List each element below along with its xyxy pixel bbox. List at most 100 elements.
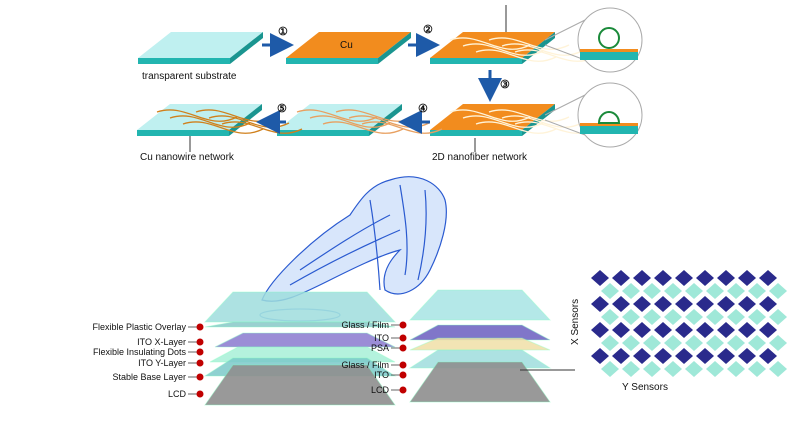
y-sensor-diamond — [727, 283, 745, 299]
marker-dot — [399, 361, 407, 369]
y-sensor-diamond — [748, 309, 766, 325]
ito-x-layer — [214, 332, 396, 348]
y-sensor-diamond — [601, 335, 619, 351]
y-sensor-diamond — [622, 283, 640, 299]
substrate-label: transparent substrate — [142, 71, 237, 82]
marker-dot — [196, 390, 204, 398]
nanofiber-wires — [449, 109, 596, 134]
y-sensor-diamond — [727, 335, 745, 351]
x-sensor-diamond — [738, 348, 756, 364]
x-sensor-diamond — [759, 348, 777, 364]
marker-dot — [399, 371, 407, 379]
capacitive-layer-label: ITO — [374, 333, 389, 343]
x-sensor-diamond — [654, 348, 672, 364]
marker-dot — [196, 338, 204, 346]
x-sensor-diamond — [696, 296, 714, 312]
y-sensor-diamond — [706, 283, 724, 299]
resistive-layer-label: ITO Y-Layer — [138, 358, 186, 368]
copper-plate — [286, 32, 411, 64]
x-sensor-diamond — [759, 270, 777, 286]
x-sensor-diamond — [591, 322, 609, 338]
marker-dot — [196, 348, 204, 356]
y-sensor-diamond — [748, 335, 766, 351]
resistive-layer-label: Flexible Insulating Dots — [93, 347, 187, 357]
y-sensor-diamond — [643, 361, 661, 377]
nanofiber-label: 2D nanofiber network — [432, 152, 528, 163]
y-sensor-diamond — [748, 361, 766, 377]
substrate-plate — [138, 32, 263, 64]
x-sensor-diamond — [612, 348, 630, 364]
x-sensor-diamond — [717, 296, 735, 312]
capacitive-layer-label: Glass / Film — [341, 360, 389, 370]
x-sensor-diamond — [696, 270, 714, 286]
x-sensor-diamond — [612, 270, 630, 286]
resistive-layer-label: ITO X-Layer — [137, 337, 186, 347]
nanowire-label: Cu nanowire network — [140, 152, 235, 163]
x-sensors-label: X Sensors — [570, 299, 581, 345]
marker-dot — [399, 334, 407, 342]
y-sensor-diamond — [601, 309, 619, 325]
sensor-grid — [591, 270, 787, 377]
cross-section-magnifier-1 — [544, 7, 643, 73]
step-3-label: ③ — [500, 79, 510, 91]
x-sensor-diamond — [696, 322, 714, 338]
x-sensor-diamond — [612, 296, 630, 312]
x-sensor-diamond — [675, 322, 693, 338]
y-sensor-diamond — [643, 309, 661, 325]
y-sensor-diamond — [769, 283, 787, 299]
x-sensor-diamond — [654, 322, 672, 338]
y-sensor-diamond — [601, 283, 619, 299]
capacitive-layer-label: Glass / Film — [341, 320, 389, 330]
x-sensor-diamond — [759, 296, 777, 312]
y-sensor-diamond — [622, 335, 640, 351]
y-sensor-diamond — [748, 283, 766, 299]
resistive-layer-label: LCD — [168, 389, 187, 399]
y-sensor-diamond — [769, 361, 787, 377]
step-5-label: ⑤ — [277, 103, 287, 115]
hand-illustration — [259, 176, 447, 322]
nanofiber-wires — [449, 37, 596, 62]
capacitive-layer-label: LCD — [371, 385, 390, 395]
y-sensor-diamond — [664, 309, 682, 325]
cap-glass-layer — [408, 289, 552, 321]
resistive-layer-label: Stable Base Layer — [112, 372, 186, 382]
y-sensor-diamond — [643, 283, 661, 299]
x-sensor-diamond — [591, 348, 609, 364]
y-sensor-diamond — [769, 309, 787, 325]
x-sensor-diamond — [717, 322, 735, 338]
y-sensor-diamond — [706, 361, 724, 377]
x-sensor-diamond — [738, 270, 756, 286]
nanowire-traces — [156, 109, 303, 134]
x-sensor-diamond — [717, 270, 735, 286]
x-sensor-diamond — [654, 296, 672, 312]
nanowire-traces — [296, 109, 443, 134]
y-sensor-diamond — [727, 309, 745, 325]
y-sensor-diamond — [601, 361, 619, 377]
x-sensor-diamond — [675, 348, 693, 364]
cross-section-magnifier-2 — [544, 82, 643, 148]
y-sensor-diamond — [769, 335, 787, 351]
x-sensor-diamond — [633, 296, 651, 312]
y-sensors-label: Y Sensors — [622, 382, 668, 393]
x-sensor-diamond — [675, 296, 693, 312]
marker-dot — [399, 344, 407, 352]
step-4-label: ④ — [418, 103, 428, 115]
y-sensor-diamond — [685, 361, 703, 377]
y-sensor-diamond — [685, 309, 703, 325]
x-sensor-diamond — [633, 348, 651, 364]
marker-dot — [196, 359, 204, 367]
y-sensor-diamond — [643, 335, 661, 351]
x-sensor-diamond — [717, 348, 735, 364]
x-sensor-diamond — [633, 270, 651, 286]
y-sensor-diamond — [622, 309, 640, 325]
x-sensor-diamond — [591, 270, 609, 286]
y-sensor-diamond — [664, 361, 682, 377]
cap-lcd-layer — [409, 361, 551, 403]
y-sensor-diamond — [685, 335, 703, 351]
step-1-label: ① — [278, 26, 288, 38]
marker-dot — [399, 321, 407, 329]
x-sensor-diamond — [759, 322, 777, 338]
resistive-layer-label: Flexible Plastic Overlay — [92, 322, 186, 332]
